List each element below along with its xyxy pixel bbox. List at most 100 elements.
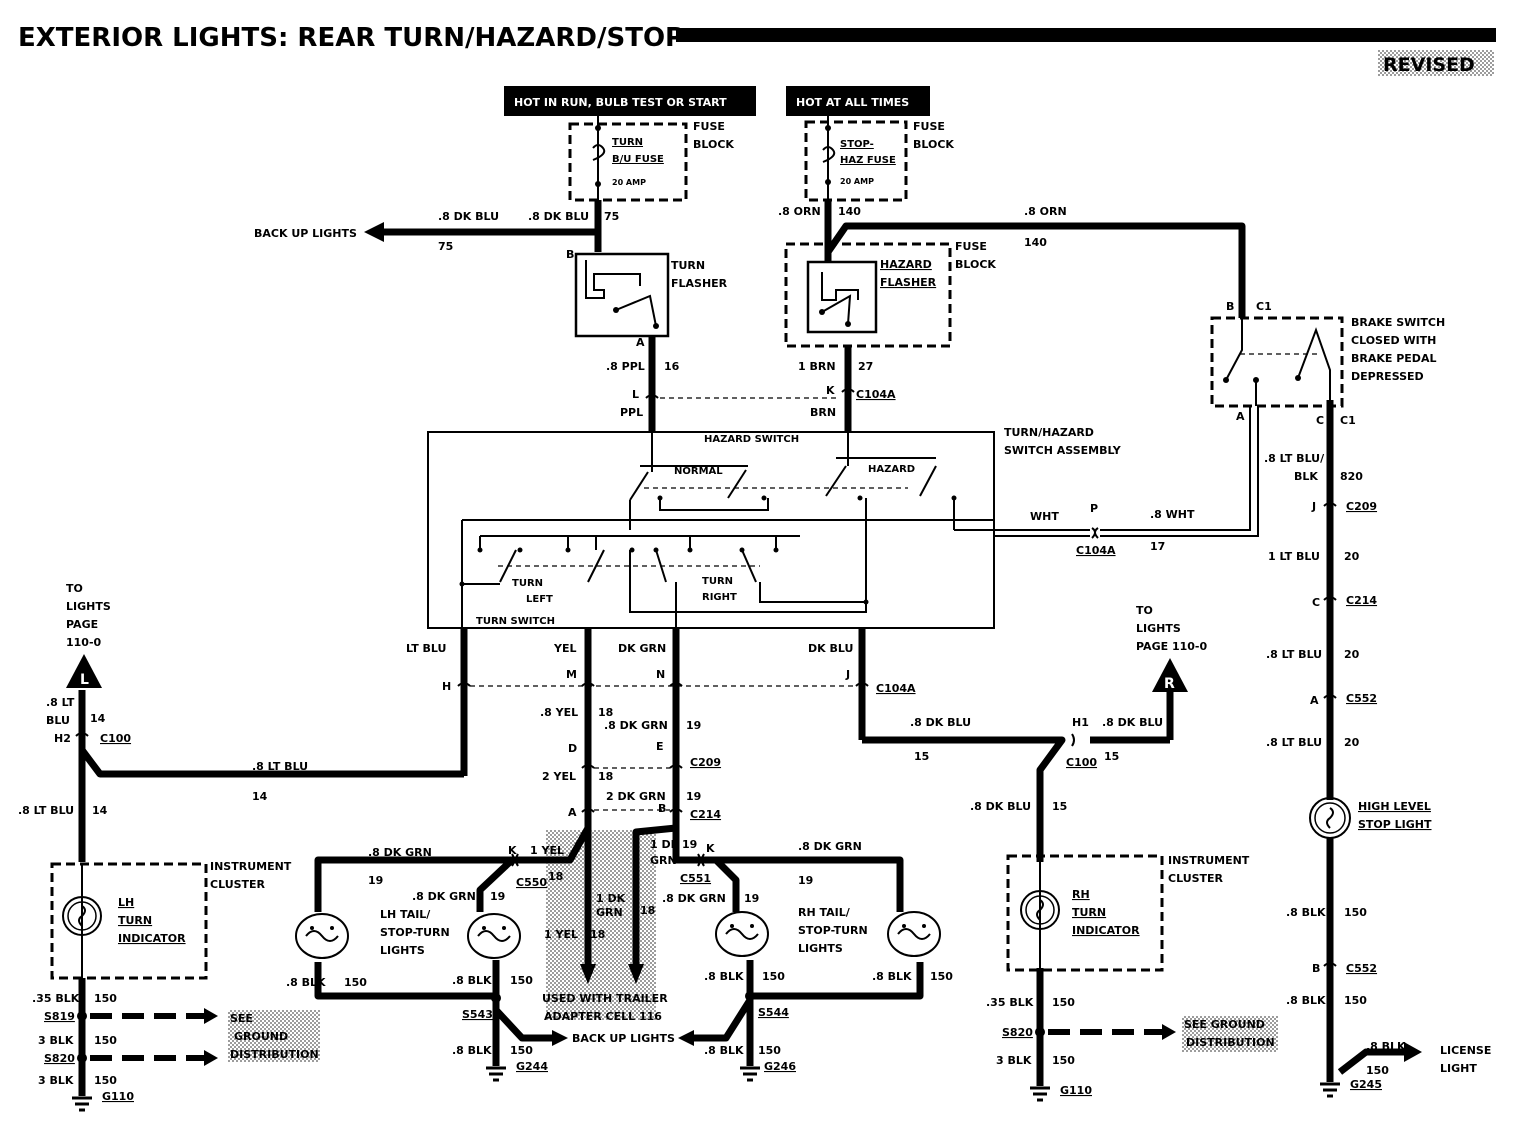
- wire-yel-2: 2 YEL: [542, 770, 576, 783]
- wire-yel-1: 1 YEL: [530, 844, 564, 857]
- wire-blk-label: BLK: [1294, 470, 1318, 483]
- conn-c551: C551: [680, 872, 711, 885]
- lh-tail-light-inner: [467, 913, 521, 959]
- connector-marks-middle: [75, 682, 1075, 813]
- trailer-18b: 18: [590, 928, 605, 941]
- see-ground-r-bg: [1182, 1016, 1278, 1052]
- wire-wht: WHT: [1030, 510, 1059, 523]
- wire-ltblu-8-lh: .8 LT BLU: [252, 760, 308, 773]
- pin-d: D: [568, 742, 577, 755]
- hot-run-box: [504, 86, 756, 116]
- wire-ltblu: LT BLU: [406, 642, 446, 655]
- rh-tail-label3: LIGHTS: [798, 942, 843, 955]
- ground-g110-right: [1030, 1086, 1050, 1102]
- to-lights-r-1: TO: [1136, 604, 1153, 617]
- wire-blk-35-l: .35 BLK: [32, 992, 80, 1005]
- conn-c552-b: C552: [1346, 962, 1377, 975]
- wire-ltblu-1: 1 LT BLU: [1268, 550, 1320, 563]
- wire-150-r2: 150: [1052, 1054, 1075, 1067]
- lh-tail-label2: STOP-TURN: [380, 926, 450, 939]
- conn-c104a-wht: C104A: [1076, 544, 1116, 557]
- wire-blk-8-e: .8 BLK: [452, 1044, 492, 1057]
- wires-lower: [314, 824, 924, 1066]
- wire-dkgrn-8-b: .8 DK GRN: [368, 846, 432, 859]
- pin-b-brake: B: [1226, 300, 1234, 313]
- wire-75-a: 75: [604, 210, 619, 223]
- pin-b-c552: B: [1312, 962, 1320, 975]
- wire-19-b: 19: [686, 790, 701, 803]
- lh-indicator-label3: INDICATOR: [118, 932, 186, 945]
- wire-19-c: 19: [368, 874, 383, 887]
- high-level-label2: STOP LIGHT: [1358, 818, 1432, 831]
- wire-blk-35-r: .35 BLK: [986, 996, 1034, 1009]
- pin-k-c550: K: [508, 844, 517, 857]
- revised-stamp: REVISED: [1383, 54, 1475, 76]
- splice-s820-left-label: S820: [44, 1052, 75, 1065]
- turn-hazard-switch-assembly: HAZARD SWITCH NORMAL HAZARD: [427, 431, 995, 629]
- pin-n: N: [656, 668, 665, 681]
- splice-s544: [745, 991, 755, 1001]
- fuse-block-label-3b: BLOCK: [955, 258, 996, 271]
- splice-s819: [77, 1011, 87, 1021]
- wire-blk-8-c: .8 BLK: [704, 970, 744, 983]
- pin-c-c214: C: [1312, 596, 1320, 609]
- wire-150-e: 150: [510, 1044, 533, 1057]
- wire-yel: YEL: [553, 642, 577, 655]
- conn-c104a-top: C104A: [856, 388, 896, 401]
- title-rule: [676, 28, 1496, 42]
- lh-turn-indicator: LH TURN INDICATOR: [50, 862, 208, 980]
- wire-blk-8-b: .8 BLK: [452, 974, 492, 987]
- fuse-block-label-3: FUSE: [955, 240, 987, 253]
- rh-turn-indicator: RH TURN INDICATOR: [1006, 854, 1164, 972]
- license-label: LICENSE: [1440, 1044, 1491, 1057]
- fuse-block-label-2: FUSE: [913, 120, 945, 133]
- conn-c552-right: C552: [1346, 692, 1377, 705]
- see-ground-r-2: DISTRIBUTION: [1186, 1036, 1275, 1049]
- wire-dkblu-1: .8 DK BLU: [438, 210, 499, 223]
- wire-20-b: 20: [1344, 648, 1360, 661]
- wire-14-a: 14: [252, 790, 268, 803]
- wire-ppl-8: .8 PPL: [606, 360, 645, 373]
- cluster-label-l2: CLUSTER: [210, 878, 266, 891]
- pin-c1-brake: C1: [1256, 300, 1272, 313]
- turn-right-label: TURN: [702, 576, 733, 587]
- lh-indicator-label2: TURN: [118, 914, 152, 927]
- fuse-block-label-2b: BLOCK: [913, 138, 954, 151]
- trailer-dk-1: 1 DK: [596, 892, 626, 905]
- wire-brn: BRN: [810, 406, 836, 419]
- pin-j: J: [845, 668, 850, 681]
- wire-blk-8-d: .8 BLK: [872, 970, 912, 983]
- wire-dkgrn-2: 2 DK GRN: [606, 790, 666, 803]
- wire-17: 17: [1150, 540, 1165, 553]
- wires-top: [364, 200, 1404, 1082]
- turn-fuse-name2: B/U FUSE: [612, 154, 664, 165]
- wire-dkblu-8-rh2: .8 DK BLU: [1102, 716, 1163, 729]
- pin-k-top: K: [826, 384, 835, 397]
- to-lights-r-3: PAGE 110-0: [1136, 640, 1207, 653]
- to-lights-r-2: LIGHTS: [1136, 622, 1181, 635]
- ground-g244: [486, 1066, 506, 1082]
- back-up-lights-bottom: BACK UP LIGHTS: [572, 1032, 675, 1045]
- wire-dkgrn-8-e: .8 DK GRN: [798, 840, 862, 853]
- wire-14-c: 14: [92, 804, 108, 817]
- conn-c209-mid: C209: [690, 756, 721, 769]
- pin-a-c552: A: [1310, 694, 1319, 707]
- trailer-18: 18: [640, 904, 655, 917]
- trailer-note: USED WITH TRAILER: [542, 992, 668, 1005]
- wire-blk-8-hl: .8 BLK: [1286, 906, 1326, 919]
- wire-140-b: 140: [1024, 236, 1047, 249]
- wire-20-c: 20: [1344, 736, 1360, 749]
- wire-18-c: 18: [548, 870, 563, 883]
- turn-flasher-label2: FLASHER: [671, 277, 728, 290]
- see-ground-1: SEE: [230, 1012, 253, 1025]
- wire-150-f: 150: [758, 1044, 781, 1057]
- wire-ltblu-8-a: .8 LT BLU: [1266, 648, 1322, 661]
- stop-fuse-name: STOP-: [840, 139, 874, 150]
- brake-switch-label2: CLOSED WITH: [1351, 334, 1436, 347]
- pin-h: H: [442, 680, 451, 693]
- rh-indicator-label: RH: [1072, 888, 1090, 901]
- ground-g246-label: G246: [764, 1060, 796, 1073]
- wire-15-b: 15: [1104, 750, 1119, 763]
- hazard-flasher-label: HAZARD: [880, 258, 932, 271]
